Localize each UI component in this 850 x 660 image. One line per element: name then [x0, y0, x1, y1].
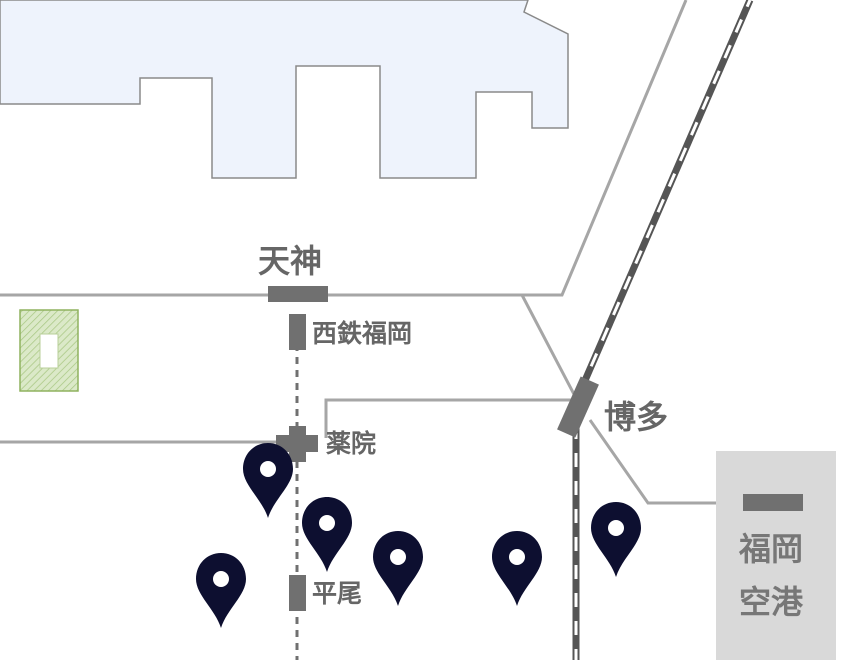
park-building [39, 333, 59, 369]
station-label-nishitetsu-fukuoka: 西鉄福岡 [312, 319, 412, 348]
station-bar-airport[interactable] [743, 494, 803, 511]
map-pin-icon[interactable] [591, 502, 641, 577]
airport-box[interactable] [716, 451, 836, 660]
station-bar-nishitetsu-fukuoka[interactable] [289, 314, 306, 350]
map-pin-icon[interactable] [373, 531, 423, 606]
station-label-tenjin: 天神 [258, 242, 322, 280]
station-bar-yakuin[interactable] [276, 426, 318, 462]
road-hakata-branch [520, 294, 579, 401]
airport-label-line2: 空港 [739, 583, 804, 621]
station-bar-hakata[interactable] [557, 376, 599, 438]
airport-label-line1: 福岡 [738, 530, 803, 568]
map-pin-icon[interactable] [302, 497, 352, 572]
map-pin-icon[interactable] [492, 531, 542, 606]
road-airport [588, 419, 745, 505]
water-area [0, 0, 569, 179]
station-label-yakuin: 薬院 [326, 429, 376, 458]
road-yakuin-hakata [324, 398, 577, 438]
station-label-hirao: 平尾 [312, 579, 362, 608]
map-pin-icon[interactable] [243, 443, 293, 518]
road-tenjin [0, 0, 688, 297]
roads [0, 0, 745, 505]
station-bar-tenjin[interactable] [268, 286, 328, 302]
station-label-hakata: 博多 [604, 398, 668, 436]
station-bar-hirao[interactable] [289, 575, 306, 611]
railway-ne [576, 0, 754, 394]
map-pin-icon[interactable] [196, 553, 246, 628]
